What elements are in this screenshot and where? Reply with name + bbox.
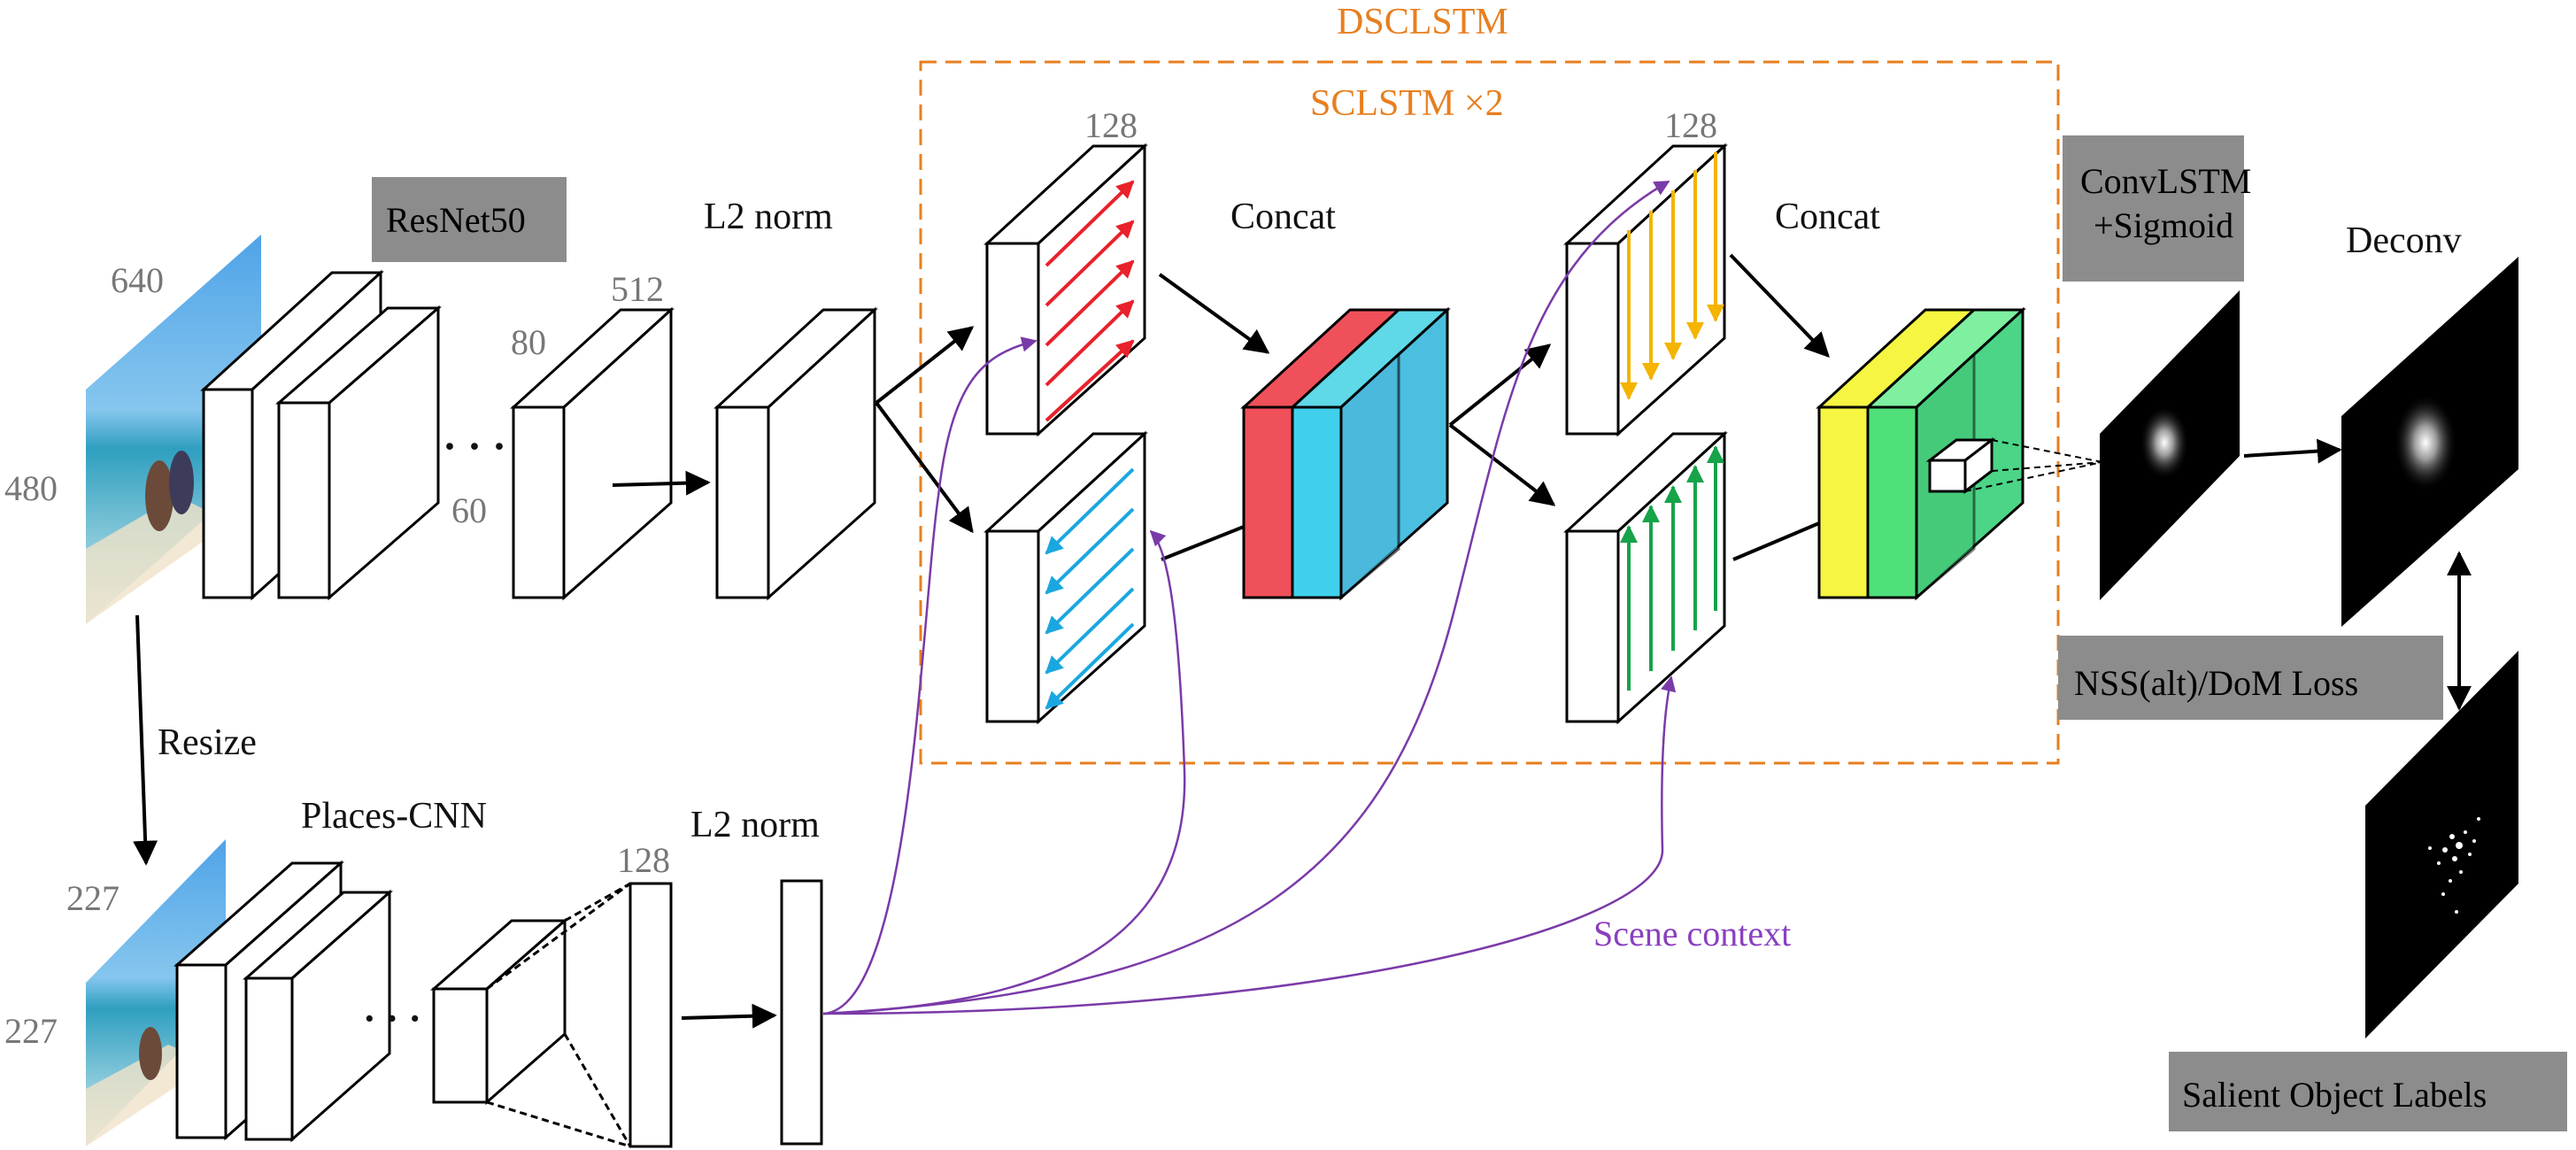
resnet50-box bbox=[372, 177, 567, 262]
places-fc-vector bbox=[629, 882, 673, 1148]
feat-w-label: 80 bbox=[511, 322, 546, 362]
concat1-block bbox=[1240, 306, 1451, 601]
places-block-2 bbox=[243, 889, 393, 1143]
dsclstm-region bbox=[919, 60, 2060, 765]
arrow-yellow-to-concat2 bbox=[1729, 253, 1830, 359]
sclstm-blue-block bbox=[983, 430, 1148, 725]
places-c-label: 128 bbox=[617, 840, 670, 880]
resnet-feature-block bbox=[510, 306, 675, 601]
convlstm-label-line2: +Sigmoid bbox=[2094, 205, 2233, 245]
places-cnn-label: Places-CNN bbox=[301, 796, 487, 837]
l2norm-vector-bottom bbox=[780, 879, 823, 1146]
resize-arrow bbox=[133, 614, 158, 866]
salient-labels-label: Salient Object Labels bbox=[2182, 1075, 2487, 1115]
arrow-to-l2norm bbox=[612, 470, 711, 496]
resnet50-label: ResNet50 bbox=[386, 200, 526, 240]
convlstm-label-line1: ConvLSTM bbox=[2080, 161, 2251, 201]
salient-labels-box bbox=[2169, 1052, 2567, 1131]
sclstm-red-block bbox=[983, 143, 1148, 437]
sclstm-green-block bbox=[1563, 430, 1728, 725]
arrow-red-to-concat1 bbox=[1158, 273, 1270, 354]
loss-label: NSS(alt)/DoM Loss bbox=[2074, 663, 2358, 703]
convlstm-box bbox=[2063, 135, 2244, 282]
resnet-ellipsis: · · · bbox=[443, 423, 506, 470]
arrow-concat1-to-yellow bbox=[1448, 343, 1552, 427]
concat2-label: Concat bbox=[1775, 197, 1880, 237]
small-w-label: 227 bbox=[66, 878, 120, 918]
arrow-to-deconv bbox=[2243, 438, 2342, 464]
loss-box bbox=[2058, 636, 2443, 720]
dsclstm-label: DSCLSTM bbox=[1337, 2, 1508, 42]
places-feature-block bbox=[430, 917, 568, 1106]
arrow-concat1-to-green bbox=[1448, 423, 1556, 506]
resize-label: Resize bbox=[158, 722, 257, 763]
places-ellipsis: · · · bbox=[363, 997, 421, 1040]
img-height-label: 480 bbox=[4, 468, 58, 508]
sclstm-yellow-block bbox=[1563, 143, 1728, 437]
input-image bbox=[86, 235, 261, 624]
arrow-l2-to-red bbox=[875, 326, 975, 405]
feat-h-label: 60 bbox=[451, 490, 487, 530]
l2norm-top-label: L2 norm bbox=[704, 197, 833, 237]
l2norm-bottom-label: L2 norm bbox=[690, 805, 820, 845]
resnet-block-2 bbox=[274, 305, 443, 601]
deconv-label: Deconv bbox=[2346, 220, 2462, 261]
fc-projection-lines bbox=[486, 882, 632, 1148]
small-h-label: 227 bbox=[4, 1011, 58, 1051]
img-width-label: 640 bbox=[111, 260, 164, 300]
sclstm-label: SCLSTM ×2 bbox=[1310, 83, 1504, 124]
saliency-map-deconv bbox=[2341, 257, 2518, 627]
salient-object-map bbox=[2365, 651, 2518, 1038]
saliency-map-convlstm bbox=[2100, 290, 2240, 600]
feat-c-label: 512 bbox=[611, 269, 664, 309]
scene-context-curves bbox=[822, 180, 1677, 1015]
sclstm2-c-label: 128 bbox=[1664, 105, 1717, 145]
projection-lines bbox=[1964, 439, 2103, 492]
concat1-label: Concat bbox=[1230, 197, 1336, 237]
l2norm-block-top bbox=[713, 306, 878, 601]
arrow-l2-to-blue bbox=[875, 401, 974, 534]
arrow-to-l2norm-bottom bbox=[681, 1003, 777, 1029]
scene-context-label: Scene context bbox=[1593, 914, 1791, 953]
sclstm1-c-label: 128 bbox=[1084, 105, 1138, 145]
